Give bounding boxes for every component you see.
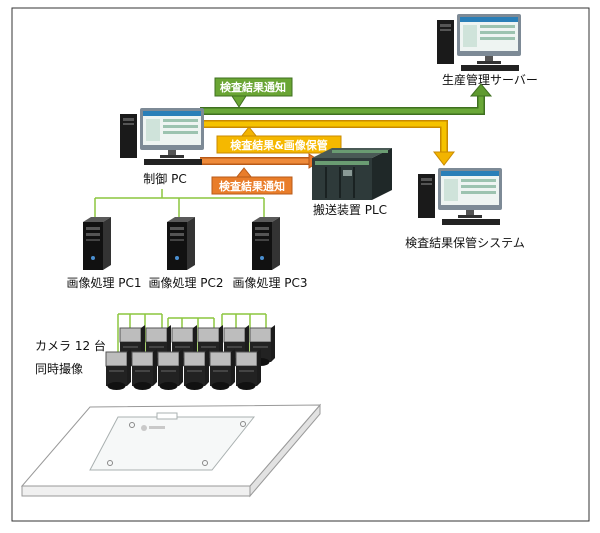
plc-icon [312, 148, 392, 200]
control-pc-network-lines [94, 189, 265, 218]
image-pc-1-tower-icon [83, 217, 111, 270]
camera-icon-8 [131, 349, 157, 390]
svg-text:検査結果通知: 検査結果通知 [220, 80, 286, 94]
storage-system-label: 検査結果保管システム [405, 235, 525, 250]
storage-system-computer-icon [418, 168, 502, 225]
camera-icon-7 [105, 349, 131, 390]
camera-icon-12 [235, 349, 261, 390]
camera-array [105, 325, 275, 390]
plate-logo-icon [141, 425, 147, 431]
flow-to-storage-system [200, 120, 456, 166]
camera-icon-10 [183, 349, 209, 390]
work-plate [20, 403, 322, 498]
flow-label-to-production: 検査結果通知 [214, 77, 293, 108]
production-server-label: 生産管理サーバー [442, 72, 538, 87]
diagram-frame [11, 7, 590, 522]
control-pc-label: 制御 PC [143, 171, 186, 186]
image-pc-1-label: 画像処理 PC1 [66, 276, 141, 290]
image-pc-3-label: 画像処理 PC3 [232, 276, 307, 290]
camera-count-label: カメラ 12 台 [35, 338, 106, 353]
image-pc-3-tower-icon [252, 217, 280, 270]
flow-to-production-server [200, 83, 493, 115]
camera-mode-label: 同時撮像 [35, 362, 83, 376]
flow-label-to-plc: 検査結果通知 [211, 167, 293, 195]
plc-label: 搬送装置 PLC [313, 202, 387, 217]
svg-text:検査結果&画像保管: 検査結果&画像保管 [230, 138, 328, 152]
flow-to-plc [200, 153, 321, 169]
flow-label-to-storage: 検査結果&画像保管 [216, 126, 342, 154]
svg-text:検査結果通知: 検査結果通知 [219, 179, 285, 193]
image-pc-2-tower-icon [167, 217, 195, 270]
control-pc-computer-icon [120, 108, 204, 165]
production-server-computer-icon [437, 14, 521, 71]
camera-icon-11 [209, 349, 235, 390]
image-pc-2-label: 画像処理 PC2 [148, 276, 223, 290]
camera-icon-9 [157, 349, 183, 390]
